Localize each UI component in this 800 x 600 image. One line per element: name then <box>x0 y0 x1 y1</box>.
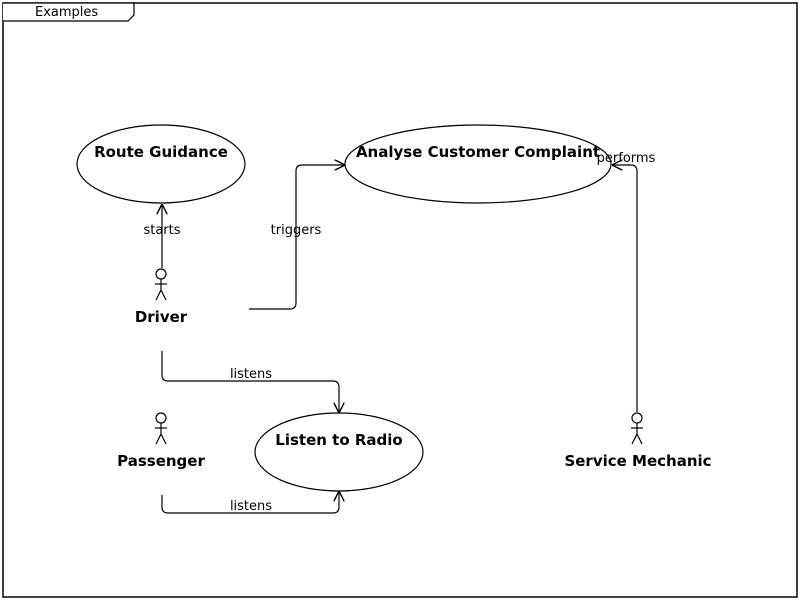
edge-line <box>161 351 339 412</box>
edge-label: listens <box>230 499 272 514</box>
relation-driver-triggers-complaint[interactable]: triggers <box>249 165 344 310</box>
frame-title-tab <box>3 2 135 22</box>
relation-mechanic-performs-complaint[interactable]: performs <box>597 151 656 412</box>
actor-label: Passenger <box>117 452 205 470</box>
edge-label: performs <box>597 151 656 166</box>
edge-line <box>161 492 339 514</box>
actor-label: Service Mechanic <box>564 452 711 470</box>
stick-figure-icon <box>631 412 643 445</box>
edge-label: starts <box>143 223 180 238</box>
use-case-route-guidance[interactable]: Route Guidance <box>76 124 246 204</box>
relation-passenger-listens-radio[interactable]: listens <box>161 492 339 514</box>
relation-driver-starts-route-guidance[interactable]: starts <box>143 205 181 268</box>
relation-driver-listens-radio[interactable]: listens <box>161 351 339 412</box>
use-case-label: Listen to Radio <box>275 431 402 449</box>
actor-label: Driver <box>135 308 188 326</box>
use-case-listen-to-radio[interactable]: Listen to Radio <box>254 412 424 492</box>
edge-label: triggers <box>271 223 322 238</box>
use-case-ellipse <box>76 124 246 204</box>
edge-label: listens <box>230 367 272 382</box>
edge-line <box>613 165 638 412</box>
stick-figure-icon <box>155 268 167 301</box>
use-case-analyse-customer-complaint[interactable]: Analyse Customer Complaint <box>344 124 612 204</box>
actor-driver[interactable]: Driver <box>135 268 188 326</box>
stick-figure-icon <box>155 412 167 445</box>
actor-service-mechanic[interactable]: Service Mechanic <box>564 412 712 470</box>
use-case-ellipse <box>254 412 424 492</box>
use-case-label: Analyse Customer Complaint <box>356 143 600 161</box>
edge-line <box>249 165 344 310</box>
use-case-ellipse <box>344 124 612 204</box>
actor-passenger[interactable]: Passenger <box>117 412 205 470</box>
use-case-label: Route Guidance <box>94 143 228 161</box>
frame-title: Examples <box>35 5 98 20</box>
